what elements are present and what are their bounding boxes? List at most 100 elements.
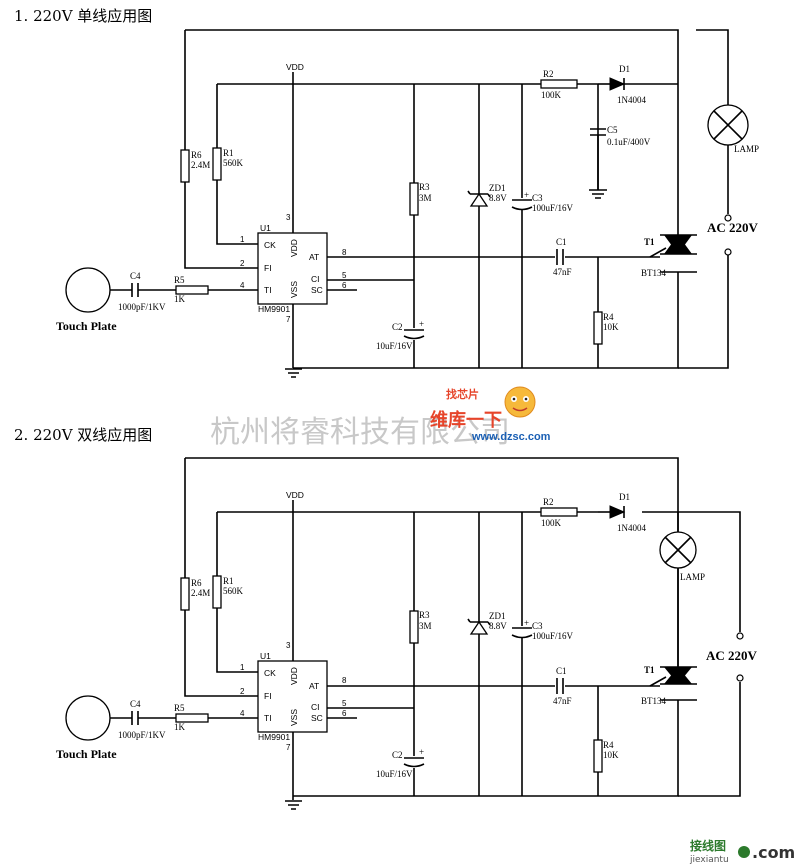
c5-label: C5 xyxy=(607,125,618,135)
t1-value: BT134 xyxy=(641,268,667,278)
r4-label: R4 xyxy=(603,312,614,322)
pin-num-5: 5 xyxy=(342,271,347,280)
c2-label-2: C2 xyxy=(392,750,403,760)
pin-num-6: 6 xyxy=(342,281,347,290)
pin-num-8-2: 8 xyxy=(342,676,347,685)
pin-num-2-2: 2 xyxy=(240,687,245,696)
r2-label: R2 xyxy=(543,69,554,79)
r3-value-2: 3M xyxy=(419,621,432,631)
ac-220v-label: AC 220V xyxy=(707,220,759,235)
pin-vdd-2: VDD xyxy=(289,667,299,685)
zd1-value: 8.8V xyxy=(489,193,507,203)
pin-num-7-2: 7 xyxy=(286,743,291,752)
d1-label: D1 xyxy=(619,64,630,74)
pin-ck-2: CK xyxy=(264,668,276,678)
u1-label-2: U1 xyxy=(260,651,271,661)
r3-label-2: R3 xyxy=(419,610,430,620)
watermark-company-name: 杭州将睿科技有限公司 xyxy=(210,415,510,450)
footer-logo-text: 接线图 xyxy=(690,838,726,853)
footer-url: jiexiantu xyxy=(689,855,729,865)
logo-main-text: 维库一下 xyxy=(430,409,502,431)
logo-url: www.dzsc.com xyxy=(471,431,551,443)
pin-vss: VSS xyxy=(289,281,299,298)
pin-ti: TI xyxy=(264,285,272,295)
lamp-label: LAMP xyxy=(734,144,759,154)
chip-name: HM9901 xyxy=(258,304,290,314)
c4-label-2: C4 xyxy=(130,699,141,709)
pin-at-2: AT xyxy=(309,681,319,691)
c2-value: 10uF/16V xyxy=(376,341,413,351)
vdd-label-2: VDD xyxy=(286,490,304,500)
footer-logo: 接线图 jiexiantu .com xyxy=(689,838,795,865)
pin-sc-2: SC xyxy=(311,713,323,723)
u1-label: U1 xyxy=(260,223,271,233)
c3-label: C3 xyxy=(532,193,543,203)
pin-num-5-2: 5 xyxy=(342,699,347,708)
r5-label-2: R5 xyxy=(174,703,185,713)
c5-value: 0.1uF/400V xyxy=(607,137,651,147)
svg-text:+: + xyxy=(419,319,424,329)
r2-value: 100K xyxy=(541,90,562,100)
r6-label: R6 xyxy=(191,150,202,160)
r6-label-2: R6 xyxy=(191,578,202,588)
c3-value: 100uF/16V xyxy=(532,203,574,213)
pin-num-3-2: 3 xyxy=(286,641,291,650)
footer-com: .com xyxy=(752,843,795,862)
c1-label-2: C1 xyxy=(556,666,567,676)
c1-value: 47nF xyxy=(553,267,572,277)
r5-value-2: 1K xyxy=(174,722,186,732)
touch-plate-label: Touch Plate xyxy=(56,319,117,333)
r3-value: 3M xyxy=(419,193,432,203)
r6-value-2: 2.4M xyxy=(191,588,210,598)
c3-value-2: 100uF/16V xyxy=(532,631,574,641)
d1-value-2: 1N4004 xyxy=(617,523,646,533)
r1-label: R1 xyxy=(223,148,234,158)
pin-ck: CK xyxy=(264,240,276,250)
c2-value-2: 10uF/16V xyxy=(376,769,413,779)
svg-text:+: + xyxy=(524,618,529,628)
pin-ti-2: TI xyxy=(264,713,272,723)
pin-num-3: 3 xyxy=(286,213,291,222)
pin-at: AT xyxy=(309,252,319,262)
zd1-label-2: ZD1 xyxy=(489,611,506,621)
r3-label: R3 xyxy=(419,182,430,192)
pin-ci: CI xyxy=(311,274,320,284)
pin-num-4-2: 4 xyxy=(240,709,245,718)
c1-label: C1 xyxy=(556,237,567,247)
heading-double-wire: 2. 220V 双线应用图 xyxy=(14,426,152,444)
heading-single-wire: 1. 220V 单线应用图 xyxy=(14,7,152,25)
chip-name-2: HM9901 xyxy=(258,732,290,742)
r6-value: 2.4M xyxy=(191,160,210,170)
r5-label: R5 xyxy=(174,275,185,285)
touch-plate-label-2: Touch Plate xyxy=(56,747,117,761)
pin-vss-2: VSS xyxy=(289,709,299,726)
pin-num-4: 4 xyxy=(240,281,245,290)
r5-value: 1K xyxy=(174,294,186,304)
ac-220v-label-2: AC 220V xyxy=(706,648,758,663)
pin-num-2: 2 xyxy=(240,259,245,268)
pin-sc: SC xyxy=(311,285,323,295)
diagram-single-wire: U1 HM9901 CK FI TI AT CI SC VDD VSS 1 2 … xyxy=(56,29,759,378)
r1-value: 560K xyxy=(223,158,244,168)
d1-value: 1N4004 xyxy=(617,95,646,105)
pin-fi: FI xyxy=(264,263,272,273)
t1-label-2: T1 xyxy=(644,665,655,675)
svg-text:+: + xyxy=(524,190,529,200)
r4-value: 10K xyxy=(603,322,619,332)
lamp-label-2: LAMP xyxy=(680,572,705,582)
zd1-label: ZD1 xyxy=(489,183,506,193)
pin-fi-2: FI xyxy=(264,691,272,701)
r2-label-2: R2 xyxy=(543,497,554,507)
pin-num-1: 1 xyxy=(240,235,245,244)
c2-label: C2 xyxy=(392,322,403,332)
zd1-value-2: 8.8V xyxy=(489,621,507,631)
vdd-label: VDD xyxy=(286,62,304,72)
pin-ci-2: CI xyxy=(311,702,320,712)
logo-top-text: 找芯片 xyxy=(446,387,479,401)
c4-label: C4 xyxy=(130,271,141,281)
r1-value-2: 560K xyxy=(223,586,244,596)
svg-text:+: + xyxy=(419,747,424,757)
c4-value: 1000pF/1KV xyxy=(118,302,166,312)
r1-label-2: R1 xyxy=(223,576,234,586)
